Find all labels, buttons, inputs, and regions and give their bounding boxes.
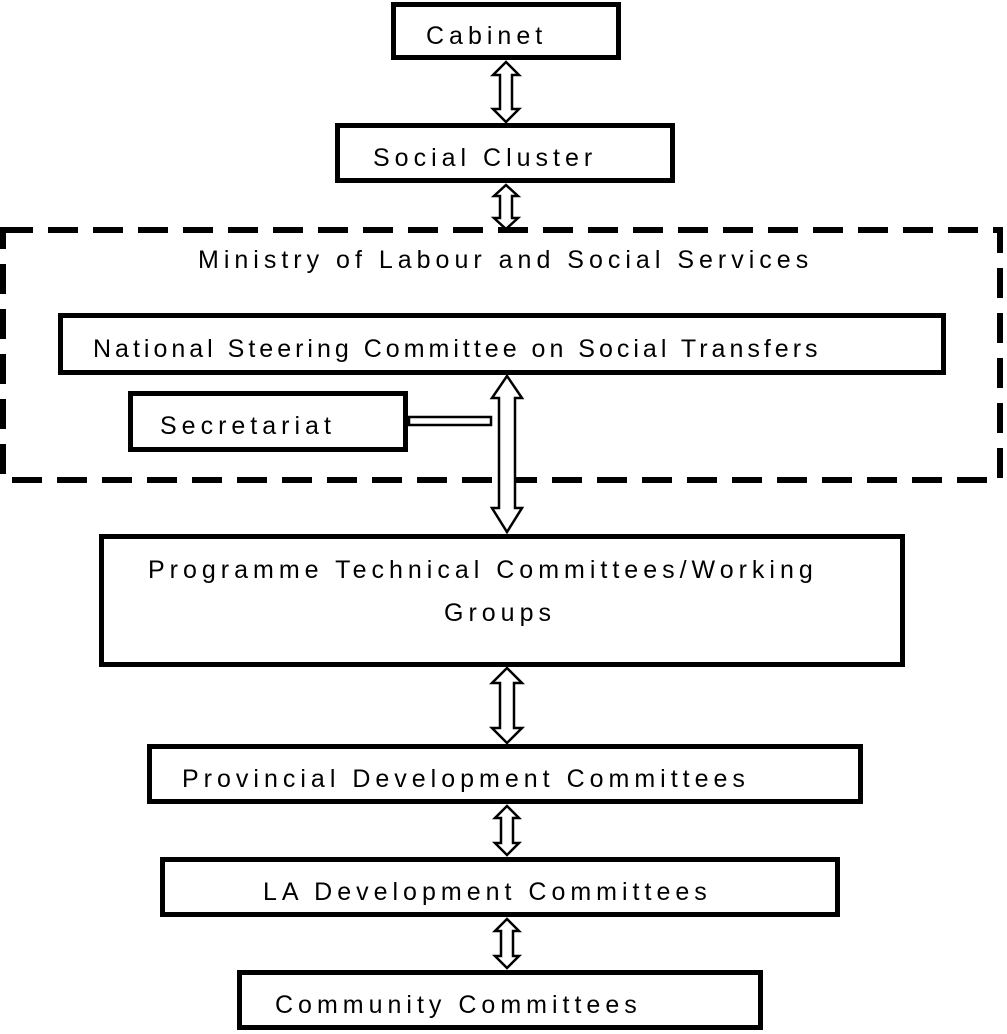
double-arrow-la-community (491, 917, 523, 970)
la-development-box: LA Development Committees (160, 857, 840, 917)
cabinet-box: Cabinet (391, 2, 621, 60)
social-cluster-label: Social Cluster (373, 144, 598, 172)
double-arrow-provincial-la (491, 804, 523, 857)
secretariat-connector (407, 415, 493, 427)
la-development-label: LA Development Committees (263, 878, 712, 906)
programme-label-line2: Groups (444, 599, 556, 627)
community-box: Community Committees (237, 970, 763, 1030)
national-steering-label: National Steering Committee on Social Tr… (93, 335, 822, 363)
cabinet-label: Cabinet (426, 22, 548, 50)
double-arrow-cabinet-social-cluster (489, 60, 523, 124)
community-label: Community Committees (275, 991, 642, 1019)
national-steering-box: National Steering Committee on Social Tr… (58, 313, 946, 375)
provincial-box: Provincial Development Committees (147, 744, 863, 804)
secretariat-box: Secretariat (128, 391, 408, 452)
ministry-label: Ministry of Labour and Social Services (198, 246, 814, 274)
social-cluster-box: Social Cluster (335, 123, 675, 183)
programme-technical-box: Programme Technical Committees/Working G… (99, 534, 905, 667)
secretariat-label: Secretariat (160, 412, 336, 440)
programme-label-line1: Programme Technical Committees/Working (148, 556, 818, 584)
double-arrow-steering-programme (489, 373, 525, 535)
double-arrow-social-cluster-ministry (490, 183, 522, 231)
double-arrow-programme-provincial (488, 666, 526, 745)
provincial-label: Provincial Development Committees (182, 765, 750, 793)
